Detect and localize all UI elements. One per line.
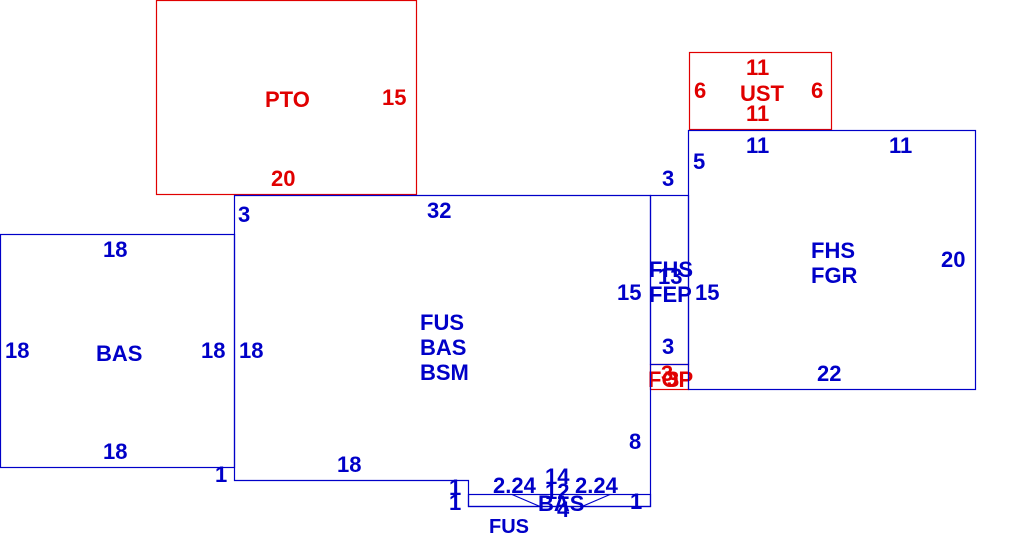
fop-overlay-b: 3 xyxy=(667,367,679,392)
fhs-fgr-area: FHS FGR 11 11 5 3 20 22 xyxy=(662,129,977,391)
fus-bas-small-label-1: BAS xyxy=(538,491,584,516)
fop-label: FOP xyxy=(648,367,693,392)
fhs-fgr-dim-left: 5 xyxy=(693,149,705,174)
fus-bas-small-diag-2 xyxy=(581,493,611,508)
bas-left-dim-bottom: 18 xyxy=(103,439,127,464)
fhs-fgr-label-2: FGR xyxy=(811,263,858,288)
pto-area: PTO 15 20 xyxy=(155,0,418,196)
fus-bas-small-dim-d: 12 xyxy=(545,479,569,504)
bas-left-area: BAS 18 18 18 18 xyxy=(0,233,236,469)
main-label-2: BAS xyxy=(420,335,466,360)
main-dim-corner: 1 xyxy=(215,462,227,487)
ust-dim-inner: 11 xyxy=(746,101,769,126)
ust-outline xyxy=(688,51,833,131)
fhs-fep-dim-left: 15 xyxy=(617,280,641,305)
bas-left-dim-top: 18 xyxy=(103,237,127,262)
bas-left-label: BAS xyxy=(96,341,142,366)
fop-area: FOP 3 3 xyxy=(648,361,693,392)
main-label-3: BSM xyxy=(420,360,469,385)
fus-bas-small-label-2: FUS xyxy=(489,516,529,538)
fop-overlay-a: 3 xyxy=(661,361,673,386)
main-label-1: FUS xyxy=(420,310,464,335)
fus-bas-small-outline xyxy=(467,493,652,508)
fhs-fgr-dim-right: 20 xyxy=(941,247,965,272)
main-dim-top: 32 xyxy=(427,198,451,223)
fus-bas-small-dim-e: 4 xyxy=(557,497,570,522)
ust-dim-left: 6 xyxy=(694,78,706,103)
fus-bas-small-dim-c: 14 xyxy=(545,464,570,489)
main-dim-left: 18 xyxy=(239,338,263,363)
fhs-fep-dim-right: 15 xyxy=(695,280,719,305)
fus-bas-small-dim-right: 1 xyxy=(630,489,642,514)
fus-bas-small-dim-a: 2.24 xyxy=(493,473,537,498)
main-dim-top-left: 3 xyxy=(238,202,250,227)
fus-bas-small-dim-left-b: 1 xyxy=(449,490,461,515)
ust-dim-right: 6 xyxy=(811,78,823,103)
fhs-fgr-dim-top-left: 11 xyxy=(746,133,769,158)
fhs-fep-dim-bottom: 3 xyxy=(662,334,674,359)
bas-left-dim-left: 18 xyxy=(5,338,29,363)
fhs-fep-area: FHS 13 FEP 15 15 3 xyxy=(617,194,719,366)
fhs-fgr-dim-top-right: 11 xyxy=(889,133,912,158)
bas-left-dim-right: 18 xyxy=(201,338,225,363)
fhs-fep-label-2: FEP xyxy=(649,282,692,307)
fhs-fgr-label-1: FHS xyxy=(811,238,855,263)
fhs-fgr-dim-bottom: 22 xyxy=(817,361,841,386)
fus-bas-small-diag-1 xyxy=(511,493,541,508)
ust-label: UST xyxy=(740,81,785,106)
fhs-fep-label-1: FHS xyxy=(649,257,693,282)
fhs-fep-overlay: 13 xyxy=(658,264,682,289)
fus-bas-small-dim-left-a: 1 xyxy=(449,475,461,500)
ust-area: 11 UST 11 6 6 xyxy=(688,51,833,131)
main-dim-bottom: 18 xyxy=(337,452,361,477)
pto-dim-bottom: 20 xyxy=(271,166,295,191)
fus-bas-small-dim-b: 2.24 xyxy=(575,473,619,498)
pto-dim-right: 15 xyxy=(382,85,406,110)
pto-label: PTO xyxy=(265,87,310,112)
pto-outline xyxy=(155,0,418,196)
ust-dim-top: 11 xyxy=(746,55,769,80)
main-dim-right: 8 xyxy=(629,429,641,454)
main-area: FUS BAS BSM 32 3 18 18 8 1 xyxy=(215,194,652,508)
fus-bas-small-area: 2.24 2.24 14 12 BAS 4 FUS 1 1 1 xyxy=(449,464,652,538)
fhs-fgr-dim-left-top: 3 xyxy=(662,166,674,191)
